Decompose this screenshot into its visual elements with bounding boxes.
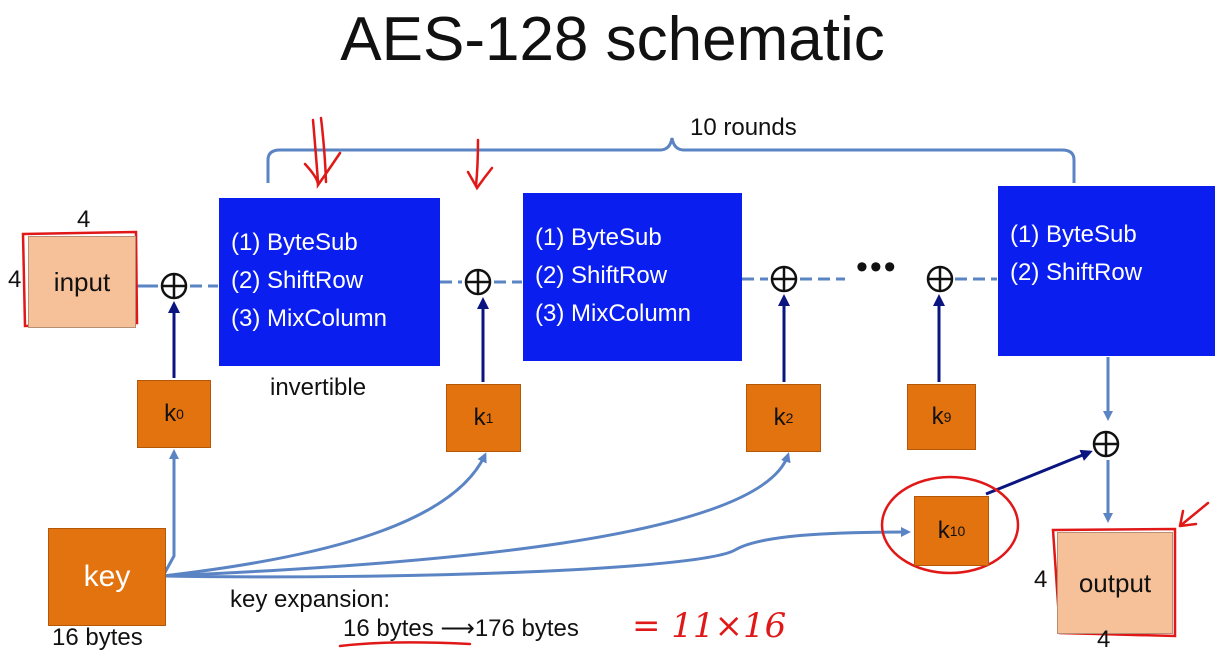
xor-icon bbox=[770, 265, 798, 293]
output-arrow bbox=[1178, 501, 1210, 528]
round1-step2: (2) ShiftRow bbox=[231, 267, 364, 294]
handwritten-note: = 11×16 bbox=[632, 606, 787, 646]
input-highlight bbox=[21, 230, 139, 328]
output-dim-left: 4 bbox=[1034, 566, 1048, 593]
xor-icon bbox=[1092, 430, 1120, 458]
round-box-1: (1) ByteSub (2) ShiftRow (3) MixColumn bbox=[219, 198, 440, 366]
key-size-underline bbox=[338, 641, 472, 648]
key-expansion-to: 176 bytes bbox=[474, 615, 579, 642]
input-dim-left: 4 bbox=[8, 266, 22, 293]
output-dim-bottom: 4 bbox=[1097, 626, 1111, 653]
round2-step2: (2) ShiftRow bbox=[535, 262, 668, 289]
key-block: key bbox=[48, 528, 166, 626]
ellipsis-dots: ••• bbox=[856, 248, 898, 286]
key-expansion-arrow: ⟶ bbox=[440, 615, 475, 642]
input-dim-top: 4 bbox=[77, 206, 91, 233]
input-block: input bbox=[28, 236, 136, 328]
down-arrow bbox=[466, 138, 494, 191]
round2-step1: (1) ByteSub bbox=[535, 224, 662, 251]
key-expansion-wires bbox=[161, 449, 911, 579]
rounds-brace bbox=[266, 137, 1076, 183]
round-key-arrows bbox=[168, 294, 1093, 496]
rounds-label: 10 rounds bbox=[690, 114, 797, 141]
input-label: input bbox=[53, 266, 111, 297]
key-expansion-from: 16 bytes bbox=[343, 615, 434, 642]
key-expansion-label: key expansion: bbox=[230, 586, 391, 613]
output-label: output bbox=[1078, 567, 1152, 598]
round1-step3: (3) MixColumn bbox=[231, 305, 388, 332]
double-down-arrow bbox=[303, 116, 342, 189]
round2-step3: (3) MixColumn bbox=[535, 300, 692, 327]
round-last-step2: (2) ShiftRow bbox=[1010, 259, 1143, 286]
k10-circle bbox=[880, 475, 1020, 575]
round-last-step1: (1) ByteSub bbox=[1010, 221, 1137, 248]
round-box-2: (1) ByteSub (2) ShiftRow (3) MixColumn bbox=[523, 193, 742, 361]
xor-icon bbox=[464, 268, 492, 296]
round1-step1: (1) ByteSub bbox=[231, 229, 358, 256]
data-path bbox=[137, 277, 1113, 523]
xor-symbols bbox=[160, 265, 1120, 458]
key-expansion-formula: 16 bytes ⟶176 bytes bbox=[343, 614, 579, 643]
key-label: key bbox=[83, 560, 131, 593]
invertible-label: invertible bbox=[270, 374, 367, 401]
xor-icon bbox=[160, 272, 188, 300]
output-block: output bbox=[1057, 532, 1173, 634]
round-box-last: (1) ByteSub (2) ShiftRow bbox=[998, 186, 1215, 356]
xor-icon bbox=[926, 265, 954, 293]
page-title: AES-128 schematic bbox=[340, 5, 885, 74]
key-size-label: 16 bytes bbox=[52, 624, 143, 651]
